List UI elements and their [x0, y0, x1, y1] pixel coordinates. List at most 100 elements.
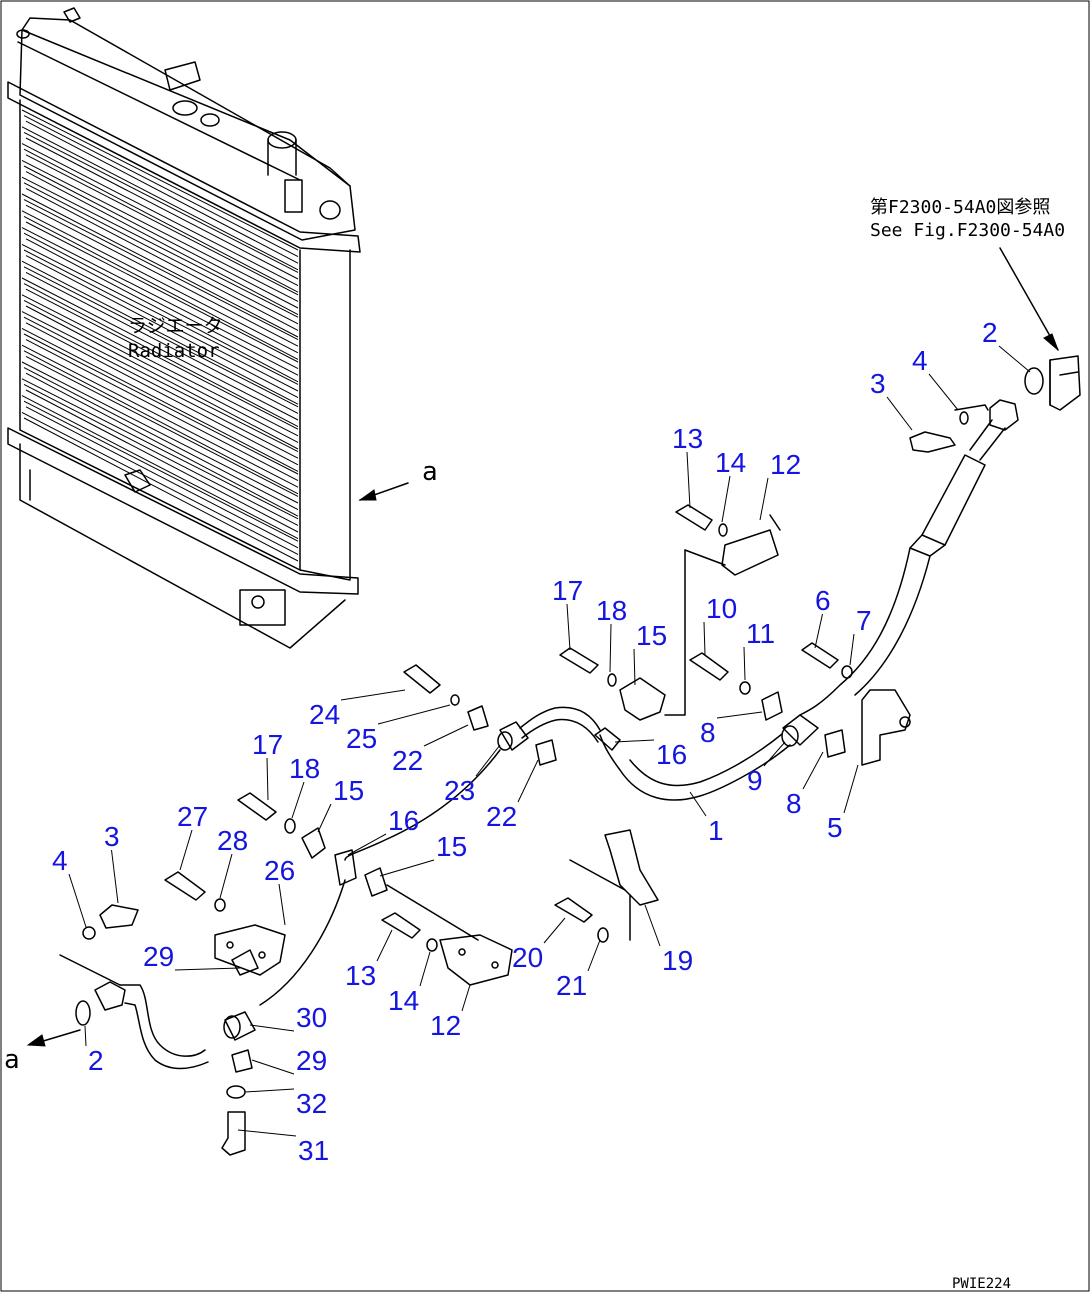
core-fin-line: [25, 406, 299, 549]
callout-2-top: 2: [982, 317, 998, 348]
core-fin-line: [23, 350, 299, 495]
callout-23: 23: [444, 775, 475, 806]
leader-18-mid: [609, 623, 612, 673]
callout-8-a: 8: [700, 717, 716, 748]
core-fin-line: [23, 266, 299, 408]
radiator-top-tank: [19, 29, 356, 241]
pipe-1-main: [599, 734, 791, 801]
core-fin-line: [21, 126, 299, 271]
clamp-15-mid: [619, 677, 666, 721]
pipe-1-lower-end: [259, 879, 346, 1006]
callout-3-top: 3: [870, 368, 886, 399]
callout-29-a: 29: [143, 941, 174, 972]
callout-13-top: 13: [672, 423, 703, 454]
core-fin-line: [21, 311, 299, 453]
leader-3-top: [886, 396, 913, 431]
callout-15-low2: 15: [436, 831, 467, 862]
view-marker-lower: a: [4, 1045, 20, 1075]
radiator-bottom-tank: [19, 443, 346, 649]
callout-4-low: 4: [52, 845, 68, 876]
leader-28: [219, 853, 233, 899]
core-fin-line: [23, 249, 299, 392]
callout-26: 26: [264, 855, 295, 886]
leader-14-low: [419, 951, 431, 987]
core-fin-line: [25, 120, 299, 264]
callout-16-mid: 16: [656, 739, 687, 770]
leader-2-top: [998, 345, 1031, 373]
clamp-15-low2: [364, 867, 388, 897]
washer-4-low: [82, 926, 96, 940]
bolt-20: [554, 897, 593, 923]
leader-24: [340, 689, 406, 701]
clamp-22-a: [467, 705, 489, 731]
callout-30: 30: [296, 1002, 327, 1033]
hose-fitting-top: [989, 399, 1019, 431]
leader-7: [849, 633, 855, 666]
core-fin-line: [23, 148, 299, 293]
core-fin-line: [23, 367, 299, 511]
core-fin-line: [25, 187, 299, 331]
callout-17-mid: 17: [552, 575, 583, 606]
bolt-17-low: [237, 792, 277, 821]
core-fin-line: [23, 299, 299, 443]
clamp-22-b: [535, 739, 557, 766]
callout-21: 21: [556, 970, 587, 1001]
o-ring-top: [1024, 367, 1044, 395]
leader-19: [644, 904, 661, 947]
reference-leader: [999, 247, 1059, 351]
leader-29-a: [174, 967, 241, 971]
core-fin-line: [21, 210, 299, 354]
core-fin-line: [25, 221, 299, 363]
core-fin-line: [23, 383, 299, 526]
leader-1: [689, 791, 707, 817]
clamp-15-low: [301, 827, 326, 859]
core-fin-line: [21, 327, 299, 472]
leader-13-top: [686, 451, 691, 509]
callout-14-low: 14: [388, 985, 419, 1016]
callout-7: 7: [856, 605, 872, 636]
core-fin-line: [21, 260, 299, 405]
radiator-label-jp: ラジエータ: [128, 315, 223, 337]
washer-14-low: [426, 938, 438, 952]
callout-8-b: 8: [786, 788, 802, 819]
leader-17-low: [266, 757, 269, 801]
leader-22-b: [517, 759, 539, 803]
callout-19: 19: [662, 945, 693, 976]
leader-4-low: [68, 873, 87, 928]
core-fin-line: [21, 193, 299, 338]
radiator-core-fins: [21, 109, 299, 562]
core-fin-line: [25, 137, 299, 280]
washer-18-mid: [607, 673, 617, 687]
core-fin-line: [23, 199, 299, 341]
bolt-10: [689, 652, 729, 681]
callout-24: 24: [309, 699, 340, 730]
core-fin-line: [23, 316, 299, 459]
callout-18-mid: 18: [596, 595, 627, 626]
bolt-24: [403, 664, 441, 694]
leader-16-mid: [614, 739, 655, 743]
core-fin-line: [25, 389, 299, 533]
core-fin-line: [23, 400, 299, 542]
washer-4-top: [959, 411, 969, 425]
leader-11: [743, 646, 746, 681]
leader-15-mid: [633, 648, 636, 686]
leader-8-b: [802, 751, 824, 790]
callout-12-top: 12: [770, 449, 801, 480]
radiator-top-edge: [21, 17, 351, 187]
callout-9: 9: [747, 765, 763, 796]
callout-12-low: 12: [430, 1010, 461, 1041]
callout-25: 25: [346, 723, 377, 754]
bracket-5: [861, 689, 911, 766]
leader-27: [179, 829, 193, 871]
radiator-assembly: ラジエータ Radiator a: [7, 7, 438, 649]
callout-15-mid: 15: [636, 620, 667, 651]
callout-31: 31: [298, 1135, 329, 1166]
radiator-header: [7, 81, 361, 253]
bolt-13-low: [381, 912, 421, 939]
clamp-29-b: [231, 1049, 253, 1073]
leader-30: [249, 1024, 295, 1032]
callout-22-b: 22: [486, 801, 517, 832]
